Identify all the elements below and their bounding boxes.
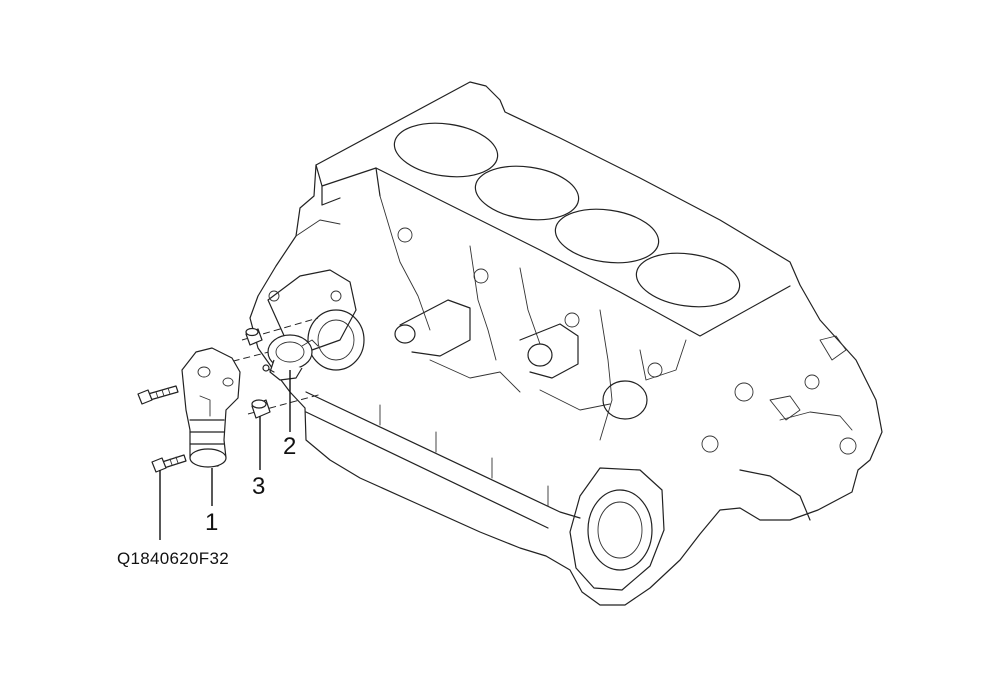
bolt-upper xyxy=(137,385,179,405)
cylinder-bores xyxy=(393,122,741,308)
callout-1: 1 xyxy=(205,509,218,536)
thermostat xyxy=(262,334,319,381)
leader-lines xyxy=(159,370,291,540)
thermostat-housing xyxy=(181,347,241,468)
dowel-pin xyxy=(251,399,271,419)
callout-3: 3 xyxy=(252,473,265,500)
callout-2: 2 xyxy=(283,433,296,460)
bolt-lower xyxy=(151,454,187,473)
engine-block xyxy=(249,81,883,606)
figure-code: Q1840620F32 xyxy=(117,549,229,568)
locating-dowel-upper xyxy=(245,327,263,346)
